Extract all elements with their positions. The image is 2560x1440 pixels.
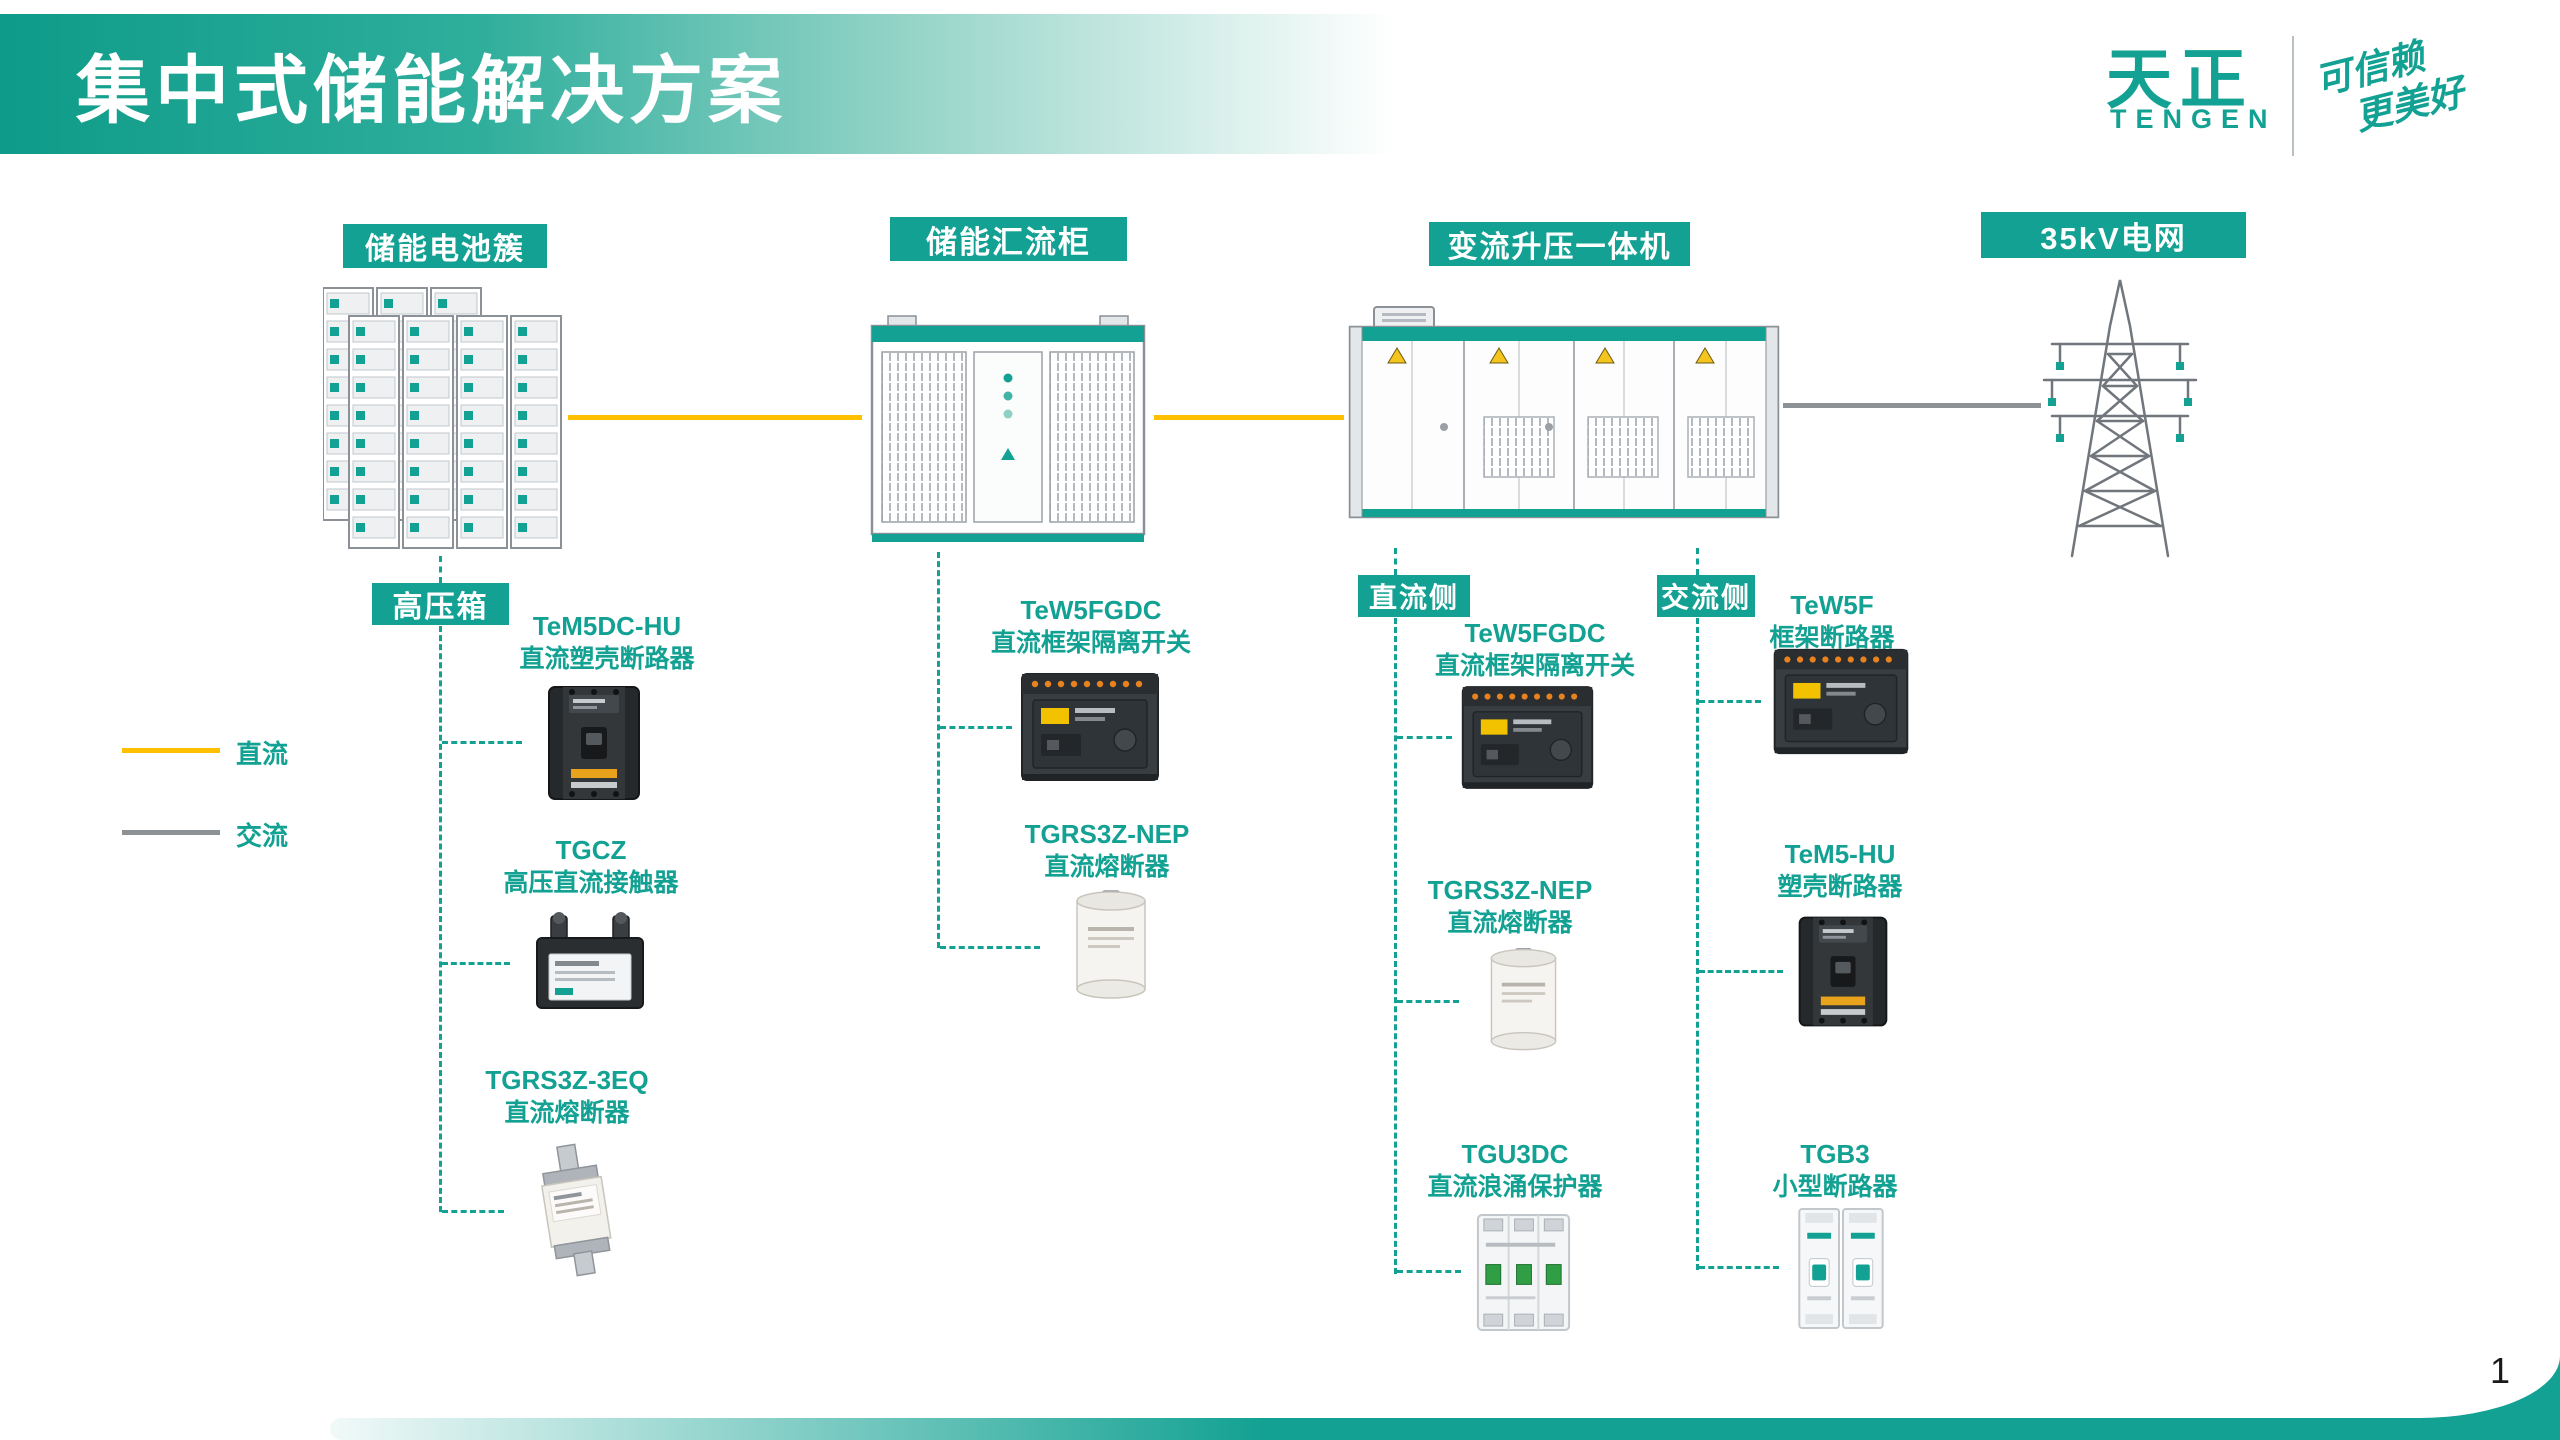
- dc-side-column-dash: [1394, 618, 1397, 1274]
- combiner-column-dash: [937, 552, 940, 948]
- ac-side-column-stub-1: [1699, 700, 1761, 703]
- product-label-tew5fgdc-combiner: TeW5FGDC 直流框架隔离开关: [990, 595, 1191, 657]
- product-image-mccb-dc: [539, 683, 649, 803]
- label-ac-side: 交流侧: [1657, 575, 1755, 617]
- battery-column-stub-2: [442, 962, 510, 965]
- header-banner: 集中式储能解决方案: [0, 14, 1500, 154]
- bottom-accent-bar: [330, 1418, 2560, 1440]
- combiner-column-stub-1: [940, 726, 1012, 729]
- brand-logo-en: TENGEN: [2110, 104, 2277, 134]
- ac-side-column-stub-2: [1699, 970, 1783, 973]
- product-label-tew5f: TeW5F 框架断路器: [1769, 590, 1895, 652]
- product-label-tem5dc-hu: TeM5DC-HU 直流塑壳断路器: [519, 611, 695, 673]
- dc-connection-line-battery-combiner: [568, 415, 862, 420]
- battery-column-stub-1: [442, 741, 522, 744]
- label-grid-35kv: 35kV电网: [1981, 212, 2246, 258]
- product-image-contactor: [527, 910, 653, 1016]
- dc-side-column-dash-top: [1394, 548, 1397, 575]
- dc-side-column-stub-3: [1397, 1270, 1461, 1273]
- product-label-tgrs3z-3eq: TGRS3Z-3EQ 直流熔断器: [485, 1065, 649, 1127]
- dc-connection-line-combiner-converter: [1154, 415, 1344, 420]
- product-label-tgrs3z-nep-combiner: TGRS3Z-NEP 直流熔断器: [1024, 819, 1190, 881]
- brand-divider: [2292, 36, 2294, 156]
- product-image-nh-fuse: [519, 1143, 634, 1278]
- product-image-mcb: [1785, 1203, 1897, 1334]
- product-image-acb-combiner: [1017, 666, 1163, 788]
- product-image-spd: [1468, 1203, 1579, 1342]
- dc-side-column-stub-2: [1397, 1000, 1459, 1003]
- combiner-cabinet-illustration: [862, 302, 1154, 550]
- label-hv-box: 高压箱: [372, 583, 509, 625]
- brand-logo-cn: 天正: [2106, 42, 2254, 116]
- product-label-tem5-hu: TeM5-HU 塑壳断路器: [1777, 839, 1903, 901]
- product-label-tew5fgdc-dc: TeW5FGDC 直流框架隔离开关: [1434, 618, 1635, 680]
- legend-dc-label: 直流: [236, 739, 289, 769]
- ac-side-column-dash-top: [1696, 548, 1699, 575]
- ac-side-column-dash: [1696, 618, 1699, 1270]
- label-dc-side: 直流侧: [1358, 575, 1470, 617]
- converter-container-illustration: [1344, 297, 1784, 542]
- product-label-tgrs3z-nep-dc: TGRS3Z-NEP 直流熔断器: [1427, 875, 1593, 937]
- legend-ac-line: [122, 830, 220, 835]
- page-number: 1: [2490, 1350, 2511, 1391]
- product-image-cyl-fuse-dc: [1466, 944, 1581, 1061]
- product-label-tgb3: TGB3 小型断路器: [1772, 1139, 1898, 1201]
- legend-ac-label: 交流: [236, 821, 289, 851]
- combiner-column-stub-2: [940, 946, 1040, 949]
- product-image-mccb-ac: [1790, 903, 1896, 1040]
- battery-column-dash: [439, 626, 442, 1212]
- product-image-acb-ac: [1768, 642, 1914, 761]
- product-image-cyl-fuse-combiner: [1050, 887, 1172, 1009]
- ac-side-column-stub-3: [1699, 1266, 1779, 1269]
- label-combiner-cabinet: 储能汇流柜: [890, 217, 1127, 261]
- product-image-acb-dc: [1458, 678, 1597, 797]
- transmission-tower-illustration: [2038, 266, 2201, 558]
- page-title: 集中式储能解决方案: [76, 48, 787, 132]
- battery-column-dash-top: [439, 556, 442, 583]
- ac-connection-line-converter-grid: [1783, 403, 2041, 408]
- battery-cluster-illustration: [323, 286, 568, 556]
- label-battery-cluster: 储能电池簇: [343, 224, 547, 268]
- battery-column-stub-3: [442, 1210, 504, 1213]
- product-label-tgu3dc: TGU3DC 直流浪涌保护器: [1427, 1139, 1603, 1201]
- product-label-tgcz: TGCZ 高压直流接触器: [503, 835, 679, 897]
- label-converter-unit: 变流升压一体机: [1429, 222, 1690, 266]
- brand-slogan: 可信赖 更美好: [2310, 10, 2535, 147]
- bottom-right-swoosh: [2420, 1356, 2560, 1418]
- legend-dc-line: [122, 748, 220, 753]
- dc-side-column-stub-1: [1397, 736, 1452, 739]
